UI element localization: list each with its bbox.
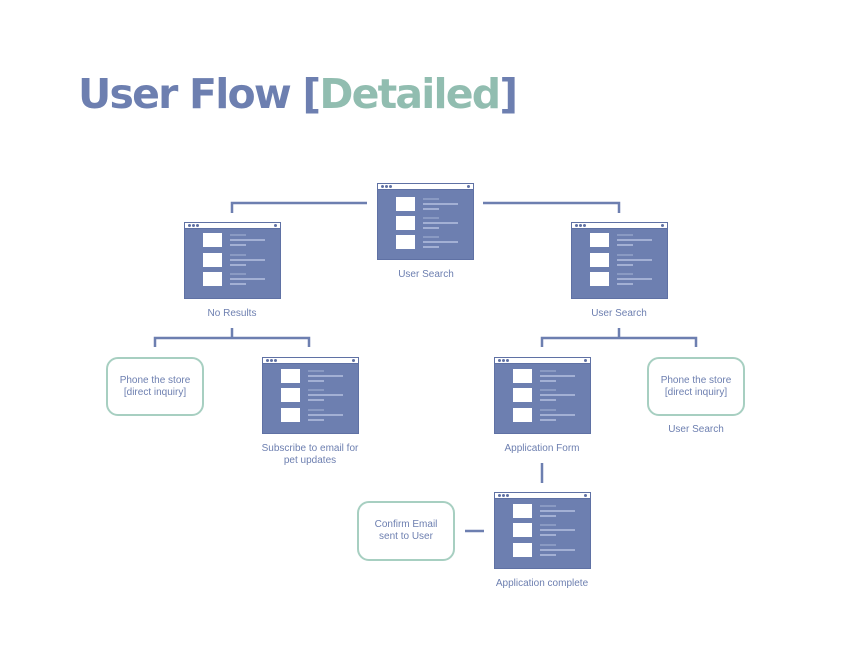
title-bracket-close: ] [499,70,518,118]
node-label-subscribe: Subscribe to email for pet updates [250,443,370,467]
window-title-bar [495,358,590,364]
screen-mockup-application-form[interactable] [494,357,591,434]
box-line-2: [direct inquiry] [123,386,187,398]
list-item [203,233,273,249]
node-label-phone-store-right: User Search [668,424,724,435]
list-item [513,523,583,539]
list-item [396,216,466,232]
box-line-2: sent to User [379,531,433,542]
label-line-2: pet updates [283,455,337,466]
list-item [396,197,466,213]
title-accent: Detailed [319,70,501,118]
list-item [513,543,583,559]
window-title-bar [378,184,473,190]
screen-mockup-subscribe[interactable] [262,357,359,434]
list-item [281,388,351,404]
connector-root-to-user-search [483,201,621,213]
screen-mockup-root[interactable] [377,183,474,260]
box-line-1: Phone the store [119,374,191,386]
node-label-application-complete: Application complete [495,578,589,589]
box-line-1: Confirm Email [374,519,438,530]
list-item [513,408,583,424]
window-title-bar [495,493,590,499]
node-label-root: User Search [398,269,454,280]
phone-store-box-right[interactable]: Phone the store [direct inquiry] [647,357,745,416]
node-label-no-results: No Results [207,308,257,319]
window-title-bar [572,223,667,229]
list-item [590,272,660,288]
list-item [396,235,466,251]
connector-root-to-no-results [230,201,367,213]
label-line-1: Subscribe to email for [261,443,359,454]
box-line-2: [direct inquiry] [664,386,728,398]
box-line-1: Phone the store [660,374,732,386]
title-main: User Flow [78,70,303,118]
list-item [281,369,351,385]
connector-no-results-branch [153,336,311,347]
title-bracket-open: [ [302,70,321,118]
page-title: User Flow [Detailed] [78,68,518,120]
node-label-user-search: User Search [591,308,647,319]
list-item [281,408,351,424]
list-item [513,504,583,520]
confirm-email-box[interactable]: Confirm Email sent to User [357,501,455,561]
screen-mockup-user-search[interactable] [571,222,668,299]
window-title-bar [263,358,358,364]
list-item [203,253,273,269]
screen-mockup-application-complete[interactable] [494,492,591,569]
connector-user-search-branch [540,336,698,347]
list-item [513,388,583,404]
node-label-application-form: Application Form [504,443,580,454]
list-item [590,253,660,269]
list-item [203,272,273,288]
phone-store-box-left[interactable]: Phone the store [direct inquiry] [106,357,204,416]
list-item [590,233,660,249]
screen-mockup-no-results[interactable] [184,222,281,299]
window-title-bar [185,223,280,229]
list-item [513,369,583,385]
